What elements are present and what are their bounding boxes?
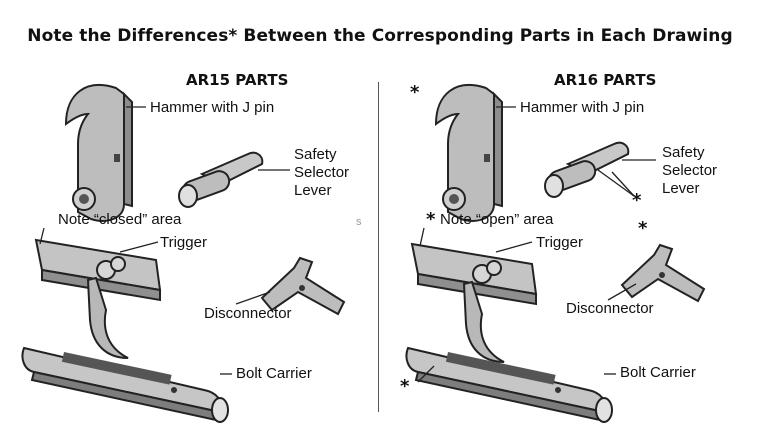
ar16-bolt-carrier bbox=[405, 347, 613, 423]
ar15-hammer bbox=[65, 84, 133, 222]
ar16-safety-label: Safety Selector Lever bbox=[662, 144, 717, 198]
ar15-safety-line: Selector bbox=[294, 164, 350, 181]
ar16-safety-selector bbox=[544, 141, 630, 198]
asterisk-disconnector: * bbox=[638, 218, 648, 239]
ar15-disconnector-label: Disconnector bbox=[204, 305, 292, 322]
ar15-safety-line: Lever bbox=[294, 182, 332, 199]
ar16-safety-line: Lever bbox=[662, 180, 700, 197]
ar15-bolt-carrier bbox=[21, 347, 229, 423]
ar16-hammer-label: Hammer with J pin bbox=[520, 99, 645, 116]
ar15-bolt-label: Bolt Carrier bbox=[236, 365, 312, 382]
ar15-leader-lines bbox=[39, 106, 290, 375]
ar15-safety-line: Safety bbox=[294, 146, 337, 163]
ar16-disconnector-label: Disconnector bbox=[566, 300, 654, 317]
ar16-note-label: Note “open” area bbox=[440, 211, 554, 228]
ar16-safety-line: Safety bbox=[662, 144, 705, 161]
ar16-bolt-label: Bolt Carrier bbox=[620, 364, 696, 381]
ar15-hammer-label: Hammer with J pin bbox=[150, 99, 275, 116]
ar15-note-label: Note “closed” area bbox=[58, 211, 182, 228]
asterisk-note: * bbox=[426, 209, 436, 230]
ar16-trigger bbox=[411, 243, 537, 363]
panel-divider bbox=[378, 82, 379, 412]
ar15-safety-selector bbox=[178, 151, 264, 208]
stray-mark: s bbox=[356, 216, 362, 228]
ar15-safety-label: Safety Selector Lever bbox=[294, 146, 349, 200]
ar15-trigger bbox=[35, 239, 161, 359]
ar16-heading: AR16 PARTS bbox=[554, 71, 657, 89]
diagram-title: Note the Differences* Between the Corres… bbox=[27, 26, 733, 46]
ar15-trigger-label: Trigger bbox=[160, 234, 207, 251]
asterisk-hammer: * bbox=[410, 82, 420, 103]
asterisk-safety: * bbox=[632, 190, 642, 211]
ar15-heading: AR15 PARTS bbox=[186, 71, 289, 89]
ar16-disconnector bbox=[621, 244, 705, 302]
ar16-leader-lines bbox=[417, 106, 656, 383]
ar16-safety-line: Selector bbox=[662, 162, 718, 179]
ar16-trigger-label: Trigger bbox=[536, 234, 583, 251]
asterisk-bolt: * bbox=[400, 376, 410, 397]
ar16-hammer bbox=[435, 84, 503, 222]
